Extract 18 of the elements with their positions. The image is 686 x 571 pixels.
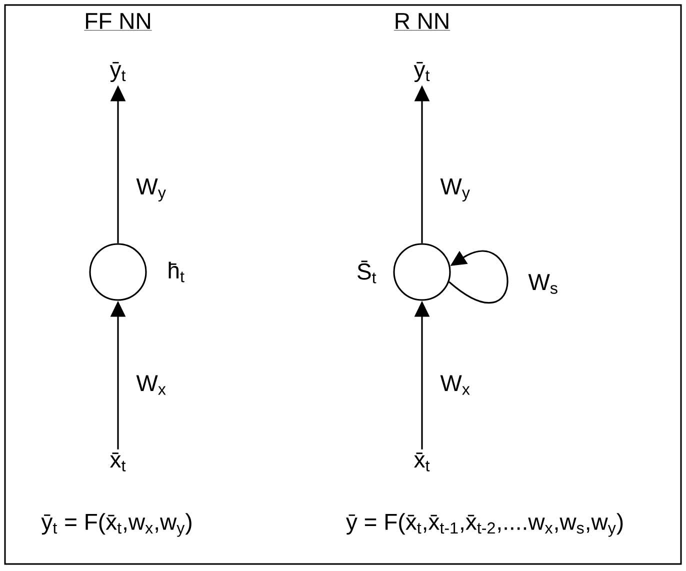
equation: ȳ = F(x̄$_{t}$,x̄$_{t-1}$,x̄$_{t-2}$,....w$_{x}$,w$_{s}$,w$_{y}$) (346, 513, 623, 537)
vector-label: x̄$_{t}$ (110, 452, 126, 472)
neuron-circle (393, 243, 451, 301)
weight-label: W$_{y}$ (440, 178, 470, 202)
vector-label: x̄$_{t}$ (414, 452, 430, 472)
column-heading: R NN (394, 13, 450, 31)
state-label: S̄$_{t}$ (358, 260, 376, 284)
loop-arrow (448, 250, 508, 304)
vector-label: ȳ$_{t}$ (110, 62, 126, 82)
state-label: h̄$_{t}$ (168, 262, 184, 282)
weight-label: W$_{s}$ (528, 274, 558, 294)
vector-label: ȳ$_{t}$ (414, 62, 430, 82)
weight-label: W$_{x}$ (440, 375, 470, 395)
weight-label: W$_{y}$ (136, 178, 166, 202)
column-heading: FF NN (84, 13, 152, 31)
weight-label: W$_{x}$ (136, 375, 166, 395)
equation: ȳ$_{t}$ = F(x̄$_{t}$,w$_{x}$,w$_{y}$) (41, 513, 192, 537)
neuron-circle (89, 243, 147, 301)
